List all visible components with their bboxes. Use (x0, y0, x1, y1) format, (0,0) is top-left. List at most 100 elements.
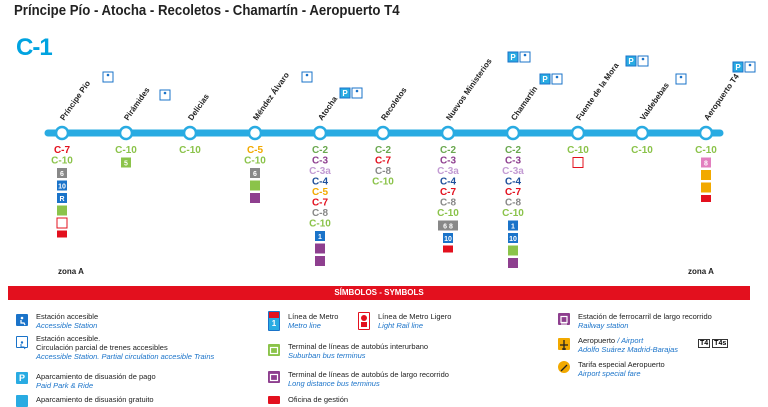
line-label: C-7 (375, 156, 392, 167)
line-diagram: Príncipe PíoC-7C-10610RPirámidesC-105Del… (44, 51, 756, 276)
legend-metro-es: Línea de Metro (288, 312, 339, 321)
station-name: Chamartín (509, 84, 539, 122)
accessible-icon (675, 73, 687, 85)
zone-left: zona A (58, 267, 84, 276)
station-marker (118, 125, 134, 141)
parking-icon (625, 55, 637, 67)
metro-ligero-icon (56, 217, 68, 229)
metro-R-icon (57, 193, 67, 203)
legend-suburban: Terminal de líneas de autobús interurban… (288, 342, 428, 360)
ticket-office-icon (268, 396, 280, 404)
line-label: C-7 (505, 187, 522, 198)
line-label: C-10 (372, 177, 394, 188)
parking-letter: P (542, 75, 548, 84)
station-marker (375, 125, 391, 141)
legend-partial-es: Estación accesible. (36, 334, 101, 343)
metro-number: 6 (60, 171, 64, 178)
legend-partial: Estación accesible. Circulación parcial … (36, 334, 214, 361)
metro-number: 6 8 (443, 224, 453, 231)
parking-letter: P (510, 53, 516, 62)
legend-suburban-en: Suburban bus terminus (288, 351, 366, 360)
metro-5-icon (121, 157, 131, 168)
legend-accessible: Estación accesible Accessible Station (36, 312, 98, 330)
line-label: C-10 (567, 145, 589, 156)
station-marker (634, 125, 650, 141)
legend-park: Aparcamiento de disuasión de pago Paid P… (36, 372, 156, 390)
legend-park-free: Aparcamiento de disuasión gratuito (36, 395, 154, 404)
ticket-office-icon (701, 195, 711, 202)
metro-10-icon (57, 180, 67, 191)
metro-number: 10 (58, 184, 66, 191)
partial-accessible-icon (16, 336, 28, 350)
legend-airport-es: Aeropuerto (578, 336, 616, 345)
metro-number: 1 (318, 234, 322, 241)
suburban-bus-icon (57, 205, 67, 216)
parking-letter: P (735, 63, 741, 72)
airport-icon (558, 338, 570, 350)
legend-metro-en: Metro line (288, 321, 321, 330)
legend-airport-sep: / (615, 336, 622, 345)
accessible-icon (102, 71, 114, 83)
parking-letter: P (342, 89, 348, 98)
accessible-icon (551, 73, 563, 85)
metro-10-icon (508, 233, 518, 243)
station-name: Príncipe Pío (58, 79, 92, 122)
legend-park-free-es: Aparcamiento de disuasión gratuito (36, 395, 154, 404)
long-bus-icon (268, 371, 280, 383)
legend-office: Oficina de gestión (288, 395, 348, 404)
line-label: C-4 (440, 177, 457, 188)
accessible-icon (159, 89, 171, 101)
line-label: C-7 (440, 187, 457, 198)
station-name: Valdebebas (638, 80, 671, 122)
line-label: C-5 (247, 145, 264, 156)
line-label: C-10 (244, 156, 266, 167)
station-marker (312, 125, 328, 141)
airport-fare-icon (701, 182, 711, 193)
station-marker (440, 125, 456, 141)
metro-10-icon (443, 233, 453, 243)
light-rail-icon (358, 312, 370, 330)
station-marker (570, 125, 586, 141)
metro-number: 6 (253, 171, 257, 178)
line-label: C-7 (54, 145, 71, 156)
badge-t4: T4 (698, 339, 711, 348)
legend-fare: Tarifa especial Aeropuerto Airport speci… (578, 360, 665, 378)
legend-partial-en: Accessible Station. Partial circulation … (36, 352, 215, 361)
legend-office-es: Oficina de gestión (288, 395, 349, 404)
line-label: C-4 (505, 177, 522, 188)
line-label: C-2 (312, 145, 329, 156)
line-label: C-2 (375, 145, 392, 156)
legend-metro-ligero: Línea de Metro Ligero Light Rail line (378, 312, 451, 330)
accessible-icon (637, 55, 649, 67)
line-logo: C-1 (16, 34, 53, 61)
line-label: C-7 (312, 198, 329, 209)
parking-icon (339, 87, 351, 99)
legend-metro: Línea de Metro Metro line (288, 312, 338, 330)
metro-6-8-icon (438, 220, 458, 231)
accessible-icon (519, 51, 531, 63)
line-label: C-2 (440, 145, 457, 156)
line-label: C-8 (440, 198, 457, 209)
legend-railway-es: Estación de ferrocarril de largo recorri… (578, 312, 712, 321)
ticket-office-icon (57, 230, 67, 238)
parking-icon (732, 61, 744, 73)
legend-longbus-es: Terminal de líneas de autobús de largo r… (288, 370, 449, 379)
metro-number: 10 (444, 236, 452, 243)
badge-t4s: T4s (712, 339, 729, 348)
legend-park-en: Paid Park & Ride (36, 381, 94, 390)
free-parking-icon (16, 395, 28, 407)
metro-number: 10 (509, 236, 517, 243)
legend-airport-en: Airport (621, 336, 644, 345)
suburban-bus-icon (508, 245, 518, 256)
line-label: C-10 (51, 156, 73, 167)
line-label: C-10 (695, 145, 717, 156)
ticket-office-icon (443, 245, 453, 253)
station-marker (698, 125, 714, 141)
metro-number: 5 (124, 161, 128, 168)
accessible-glyph (106, 73, 110, 77)
legend-fare-en: Airport special fare (578, 369, 641, 378)
line-label: C-10 (631, 145, 653, 156)
line-label: C-5 (312, 187, 329, 198)
legend-metro-ligero-es: Línea de Metro Ligero (378, 312, 452, 321)
line-label: C-10 (115, 145, 137, 156)
